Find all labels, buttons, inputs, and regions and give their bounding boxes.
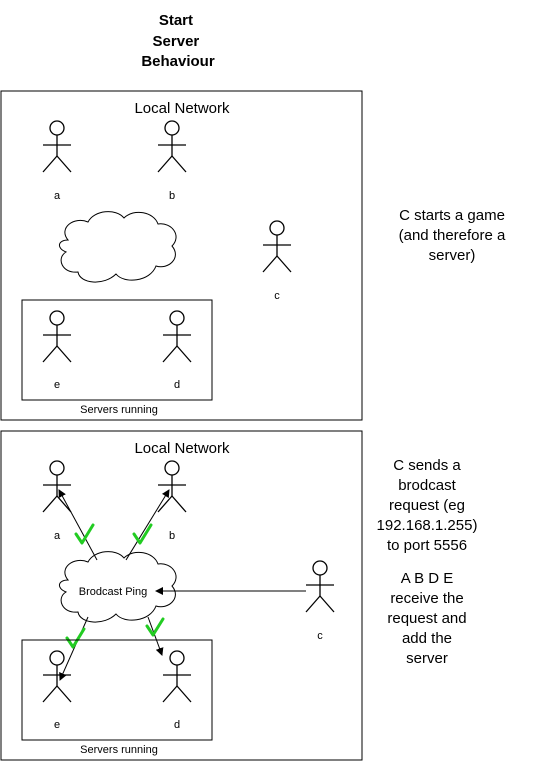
note-line: to port 5556 — [386, 537, 468, 554]
note-line: 192.168.1.255) — [376, 517, 478, 534]
actor-b-icon — [157, 120, 187, 173]
note-line: (and therefore a — [398, 227, 506, 244]
note-servers-receive: A B D E receive the request and add the … — [352, 569, 502, 669]
actor-c-icon — [305, 560, 335, 613]
note-line: request and — [387, 610, 467, 627]
actor-e-icon — [42, 650, 72, 703]
actor-b-label: b — [169, 530, 175, 542]
checkmark-icon — [145, 617, 165, 637]
note-line: C starts a game — [399, 207, 505, 224]
actor-e-label: e — [54, 379, 60, 391]
local-network-label: Local Network — [134, 100, 230, 117]
note-line: C sends a — [393, 457, 461, 474]
checkmark-icon — [74, 523, 95, 545]
servers-running-frame — [21, 299, 213, 401]
local-network-frame — [0, 90, 363, 421]
checkmark-icon — [132, 523, 153, 545]
note-line: brodcast — [398, 477, 456, 494]
actor-e-label: e — [54, 719, 60, 731]
note-line: server — [406, 650, 448, 667]
note-line: A B D E — [400, 570, 454, 587]
actor-e-icon — [42, 310, 72, 363]
note-line: receive the — [390, 590, 464, 607]
actor-d-label: d — [174, 379, 180, 391]
cloud-icon — [59, 211, 177, 283]
title-line: Start — [159, 12, 193, 29]
broadcast-ping-label: Brodcast Ping — [79, 586, 147, 598]
panel-broadcast: Local Network a b c Brodcast Ping e d Se… — [0, 430, 363, 761]
note-c-starts-game: C starts a game (and therefore a server) — [377, 206, 527, 266]
actor-c-icon — [262, 220, 292, 273]
actor-b-icon — [157, 460, 187, 513]
actor-a-icon — [42, 120, 72, 173]
cloud-to-d-arrow — [147, 616, 164, 656]
servers-running-label: Servers running — [80, 744, 158, 756]
title-line: Server — [153, 33, 200, 50]
actor-a-label: a — [54, 190, 61, 202]
note-line: request (eg — [389, 497, 465, 514]
cloud-to-e-arrow — [59, 616, 89, 681]
actor-b-label: b — [169, 190, 175, 202]
checkmark-icon — [65, 627, 86, 649]
actor-c-label: c — [317, 630, 323, 642]
actor-a-label: a — [54, 530, 61, 542]
actor-d-icon — [162, 650, 192, 703]
cloud-to-a-arrow — [58, 489, 98, 561]
note-line: add the — [401, 630, 453, 647]
local-network-frame — [0, 430, 363, 761]
actor-d-label: d — [174, 719, 180, 731]
broadcast-cloud-icon — [59, 551, 177, 623]
actor-c-label: c — [274, 290, 280, 302]
cloud-to-b-arrow — [125, 489, 170, 561]
panel-start-game: Local Network a b c e d Servers running — [0, 90, 363, 421]
diagram-title: Start Server Behaviour — [141, 12, 215, 70]
note-c-sends-broadcast: C sends a brodcast request (eg 192.168.1… — [352, 456, 502, 556]
note-line: server) — [428, 247, 476, 264]
servers-running-frame — [21, 639, 213, 741]
servers-running-label: Servers running — [80, 404, 158, 416]
actor-d-icon — [162, 310, 192, 363]
local-network-label: Local Network — [134, 440, 230, 457]
title-line: Behaviour — [141, 53, 215, 70]
